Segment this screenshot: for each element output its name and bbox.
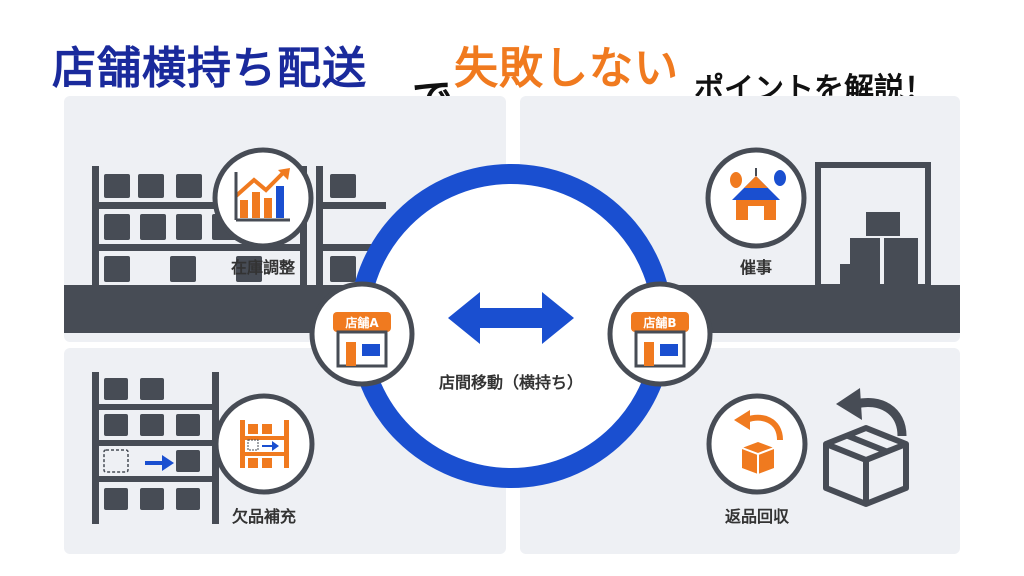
- return-box-illustration: [823, 388, 909, 507]
- double-arrow-icon: [448, 292, 574, 344]
- event-badge: [705, 147, 807, 249]
- store-a-badge: 店舗A: [309, 281, 415, 387]
- stockout-badge: [213, 393, 315, 495]
- point-label-bottom-right: 返品回収: [725, 507, 790, 526]
- restock-shelf-icon: [240, 420, 289, 468]
- tent-icon: [730, 168, 786, 220]
- center-label: 店間移動（横持ち）: [439, 373, 583, 392]
- store-b-badge: 店舗B: [607, 281, 713, 387]
- return-arrow-icon: [734, 410, 783, 474]
- growth-chart-icon: [234, 168, 290, 222]
- point-label-bottom-left: 欠品補充: [232, 507, 296, 526]
- title-part-3: 失敗しない: [454, 43, 679, 94]
- store-b-icon: [634, 330, 686, 368]
- store-b-label: 店舗B: [643, 315, 676, 330]
- store-a-label: 店舗A: [345, 315, 379, 330]
- point-label-top-left: 在庫調整: [231, 258, 295, 277]
- return-badge: [706, 393, 808, 495]
- shelving-top-left: [92, 166, 386, 286]
- inventory-adjust-badge: [212, 147, 314, 249]
- warehouse-top-right: [815, 162, 931, 290]
- title-part-1: 店舗横持ち配送: [52, 43, 367, 94]
- store-a-icon: [336, 330, 388, 368]
- point-label-top-right: 催事: [740, 258, 772, 277]
- move-arrow-icon: [145, 455, 174, 471]
